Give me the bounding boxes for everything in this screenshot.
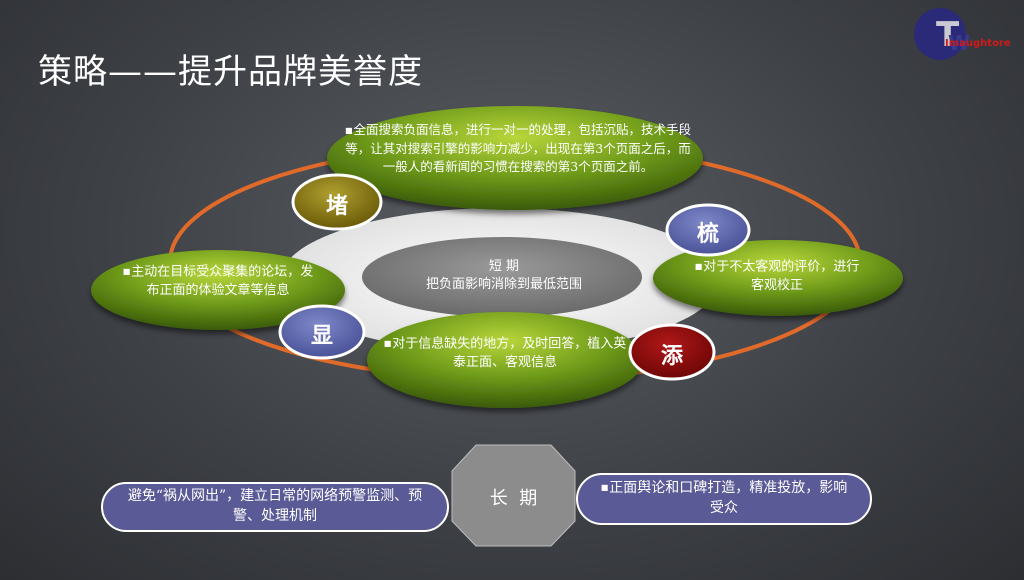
bottom-green-ellipse bbox=[367, 312, 643, 408]
svg-text:T: T bbox=[936, 15, 960, 55]
top-node-text: ■全面搜索负面信息，进行一对一的处理，包括沉贴，技术手段等，让其对搜索引擎的影响… bbox=[344, 122, 692, 174]
page-title: 策略——提升品牌美誉度 bbox=[38, 52, 423, 92]
label-du: 堵 bbox=[325, 194, 348, 219]
left-green-ellipse bbox=[91, 250, 345, 330]
short-term-goal: 把负面影响消除到最低范围 bbox=[425, 277, 582, 292]
company-logo: T W bbox=[914, 8, 970, 60]
long-term-label: 长 期 bbox=[489, 488, 538, 509]
long-term-octagon bbox=[451, 444, 576, 547]
bottom-node-text: ■对于信息缺失的地方，及时回答，植入英泰正面、客观信息 bbox=[383, 336, 627, 370]
center-gray-ellipse bbox=[362, 237, 642, 317]
left-node-text: ■主动在目标受众聚集的论坛，发布正面的体验文章等信息 bbox=[122, 264, 314, 298]
right-green-ellipse bbox=[653, 240, 903, 316]
label-shu: 梳 bbox=[696, 222, 719, 247]
long-term-right-text: ■正面舆论和口碑打造，精准投放，影响受众 bbox=[600, 480, 848, 516]
svg-text:W: W bbox=[948, 31, 970, 55]
long-term-right-box bbox=[576, 473, 872, 525]
label-tian: 添 bbox=[660, 344, 683, 369]
top-green-ellipse bbox=[327, 106, 703, 210]
long-term-left-box bbox=[101, 482, 449, 532]
circle-shu bbox=[665, 203, 751, 257]
label-xian: 显 bbox=[310, 324, 333, 349]
right-node-text: ■对于不太客观的评价，进行客观校正 bbox=[694, 259, 860, 293]
circle-tian bbox=[628, 323, 716, 381]
circle-du bbox=[291, 173, 383, 231]
long-term-left-text: 避免“祸从网出”，建立日常的网络预警监测、预警、处理机制 bbox=[127, 488, 423, 524]
logo-text: Imaughtore bbox=[945, 38, 1011, 49]
short-term-text: 短 期 把负面影响消除到最低范围 bbox=[380, 258, 628, 294]
short-term-label: 短 期 bbox=[488, 259, 520, 274]
circle-xian bbox=[278, 304, 366, 360]
